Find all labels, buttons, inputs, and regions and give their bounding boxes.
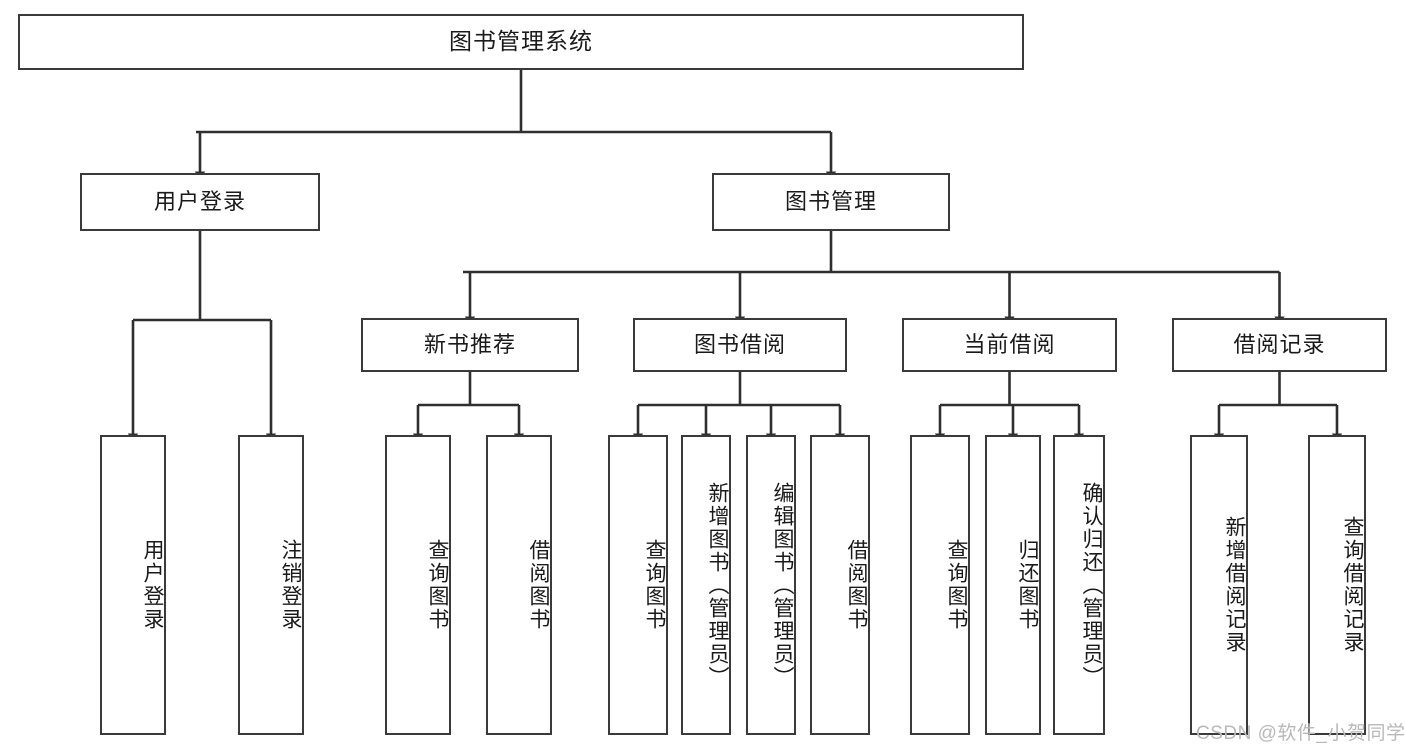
node-leaf-user-logout[interactable]: 注销登录	[238, 435, 304, 735]
node-book-borrow-label: 图书借阅	[693, 331, 786, 357]
node-user-login-label: 用户登录	[153, 188, 246, 214]
node-root-label: 图书管理系统	[449, 28, 593, 55]
node-book-manage-label: 图书管理	[784, 188, 877, 214]
node-current-borrow[interactable]: 当前借阅	[902, 318, 1117, 372]
node-leaf-edit-book-label: 编辑图书（管理员）	[771, 481, 794, 689]
node-leaf-add-record[interactable]: 新增借阅记录	[1190, 435, 1248, 735]
node-leaf-user-login[interactable]: 用户登录	[100, 435, 166, 735]
node-leaf-edit-book[interactable]: 编辑图书（管理员）	[746, 435, 796, 735]
node-leaf-query-book-3-label: 查询图书	[945, 539, 968, 631]
node-book-manage[interactable]: 图书管理	[712, 173, 950, 231]
node-leaf-query-book-2[interactable]: 查询图书	[608, 435, 668, 735]
node-leaf-borrow-book-1-label: 借阅图书	[527, 539, 550, 631]
node-borrow-record-label: 借阅记录	[1233, 331, 1326, 357]
node-borrow-record[interactable]: 借阅记录	[1172, 318, 1387, 372]
node-leaf-query-book-1[interactable]: 查询图书	[385, 435, 451, 735]
node-leaf-query-book-3[interactable]: 查询图书	[910, 435, 970, 735]
node-user-login[interactable]: 用户登录	[80, 173, 320, 231]
node-current-borrow-label: 当前借阅	[963, 331, 1056, 357]
node-leaf-return-book[interactable]: 归还图书	[985, 435, 1041, 735]
node-leaf-user-login-label: 用户登录	[141, 539, 164, 631]
node-leaf-query-record-label: 查询借阅记录	[1341, 516, 1364, 654]
node-leaf-borrow-book-2[interactable]: 借阅图书	[810, 435, 870, 735]
node-book-borrow[interactable]: 图书借阅	[633, 318, 847, 372]
node-new-book-recommend-label: 新书推荐	[423, 331, 516, 357]
node-leaf-add-book[interactable]: 新增图书（管理员）	[681, 435, 731, 735]
node-leaf-borrow-book-1[interactable]: 借阅图书	[486, 435, 552, 735]
node-leaf-confirm-return-label: 确认归还（管理员）	[1080, 481, 1103, 689]
node-leaf-add-record-label: 新增借阅记录	[1223, 516, 1246, 654]
node-leaf-return-book-label: 归还图书	[1016, 539, 1039, 631]
node-leaf-query-book-2-label: 查询图书	[643, 539, 666, 631]
node-leaf-confirm-return[interactable]: 确认归还（管理员）	[1053, 435, 1105, 735]
node-leaf-query-record[interactable]: 查询借阅记录	[1308, 435, 1366, 735]
node-leaf-query-book-1-label: 查询图书	[426, 539, 449, 631]
node-leaf-user-logout-label: 注销登录	[279, 539, 302, 631]
node-root[interactable]: 图书管理系统	[18, 14, 1024, 70]
node-new-book-recommend[interactable]: 新书推荐	[361, 318, 579, 372]
node-leaf-add-book-label: 新增图书（管理员）	[706, 481, 729, 689]
node-leaf-borrow-book-2-label: 借阅图书	[845, 539, 868, 631]
